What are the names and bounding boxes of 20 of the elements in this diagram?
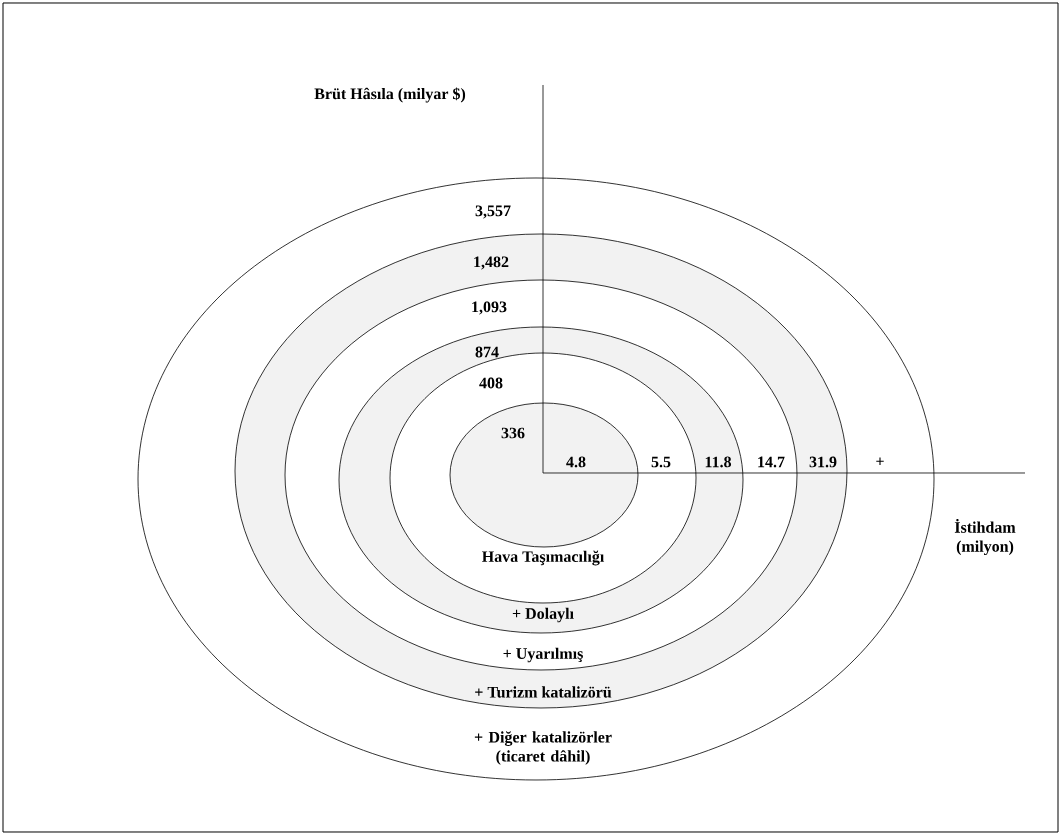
employment-label: 5.5 [651,456,671,468]
value-label: 874 [475,346,499,358]
ring-ellipse [449,402,639,548]
employment-label: 14.7 [758,456,785,468]
ring-label: + Turizm katalizörü [475,686,612,698]
value-label: 1,093 [472,301,507,315]
employment-label: + [876,457,884,465]
employment-label: 31.9 [809,456,837,468]
axis-title: Brüt Hâsıla (milyar $) [314,87,466,103]
axis-title: İstihdam (milyon) [954,518,1016,556]
ring-label: + Dolaylı [512,607,574,623]
employment-label: 4.8 [566,456,586,468]
ring-label: Hava Taşımacılığı [482,550,605,566]
value-label: 3,557 [475,205,511,219]
value-label: 1,482 [474,256,509,270]
value-label: 336 [501,427,525,439]
ring-label: + Diğer katalizörler (ticaret dâhil) [474,731,612,765]
employment-label: 11.8 [705,456,732,468]
value-label: 408 [479,377,503,389]
ring-label: + Uyarılmış [503,647,583,663]
